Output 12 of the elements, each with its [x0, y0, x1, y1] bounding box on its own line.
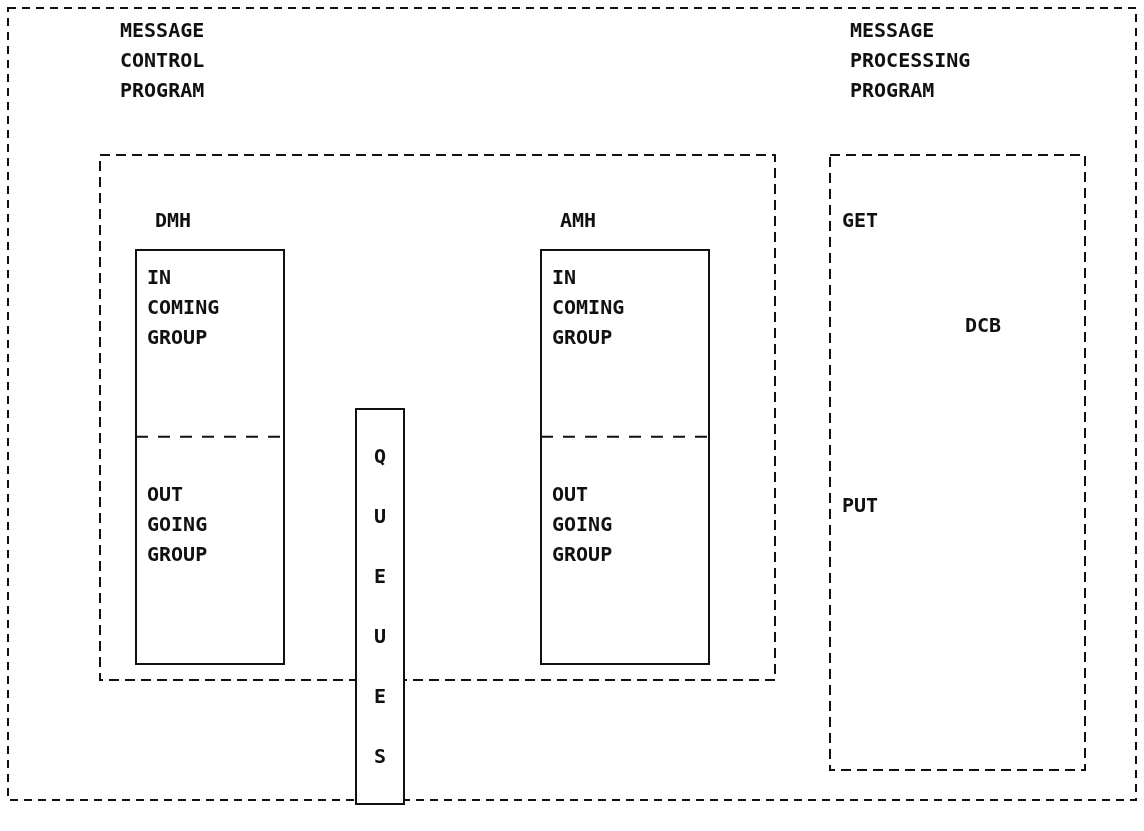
group-label: IN COMING GROUP — [147, 264, 221, 351]
macro-label: PUT — [842, 492, 879, 519]
macro-label: DCB — [965, 312, 1002, 339]
macro-label: GET — [842, 207, 879, 234]
handler-name: AMH — [560, 207, 598, 234]
group-label: IN COMING GROUP — [552, 264, 626, 351]
group-label: OUT GOING GROUP — [552, 480, 614, 568]
program-heading: MESSAGE PROCESSING PROGRAM — [850, 17, 972, 104]
vertical-label: QUEUES — [372, 443, 387, 770]
handler-name: DMH — [155, 207, 193, 234]
group-label: OUT GOING GROUP — [147, 480, 209, 568]
program-heading: MESSAGE CONTROL PROGRAM — [120, 17, 206, 104]
